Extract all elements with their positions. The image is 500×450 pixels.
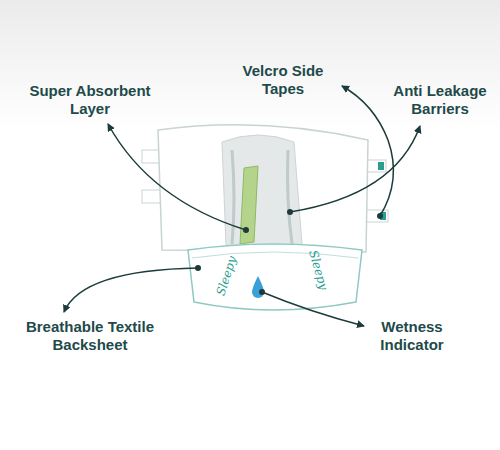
leader-line (342, 86, 393, 216)
front-panel-line (192, 252, 358, 258)
back-panel (158, 125, 368, 252)
leader-dot (287, 209, 293, 215)
leader-dot (259, 289, 265, 295)
leader-dot (195, 265, 201, 271)
leader-dot (377, 213, 383, 219)
leader-lines (64, 86, 420, 326)
leader-line (108, 124, 246, 230)
absorbent-strip (240, 166, 258, 244)
leader-line (290, 126, 420, 212)
side-tape (364, 210, 388, 222)
front-panel (188, 244, 362, 310)
wetness-drop (252, 276, 264, 298)
part-label: Wetness Indicator (367, 318, 457, 354)
part-label: Super Absorbent Layer (25, 82, 155, 118)
leader-line (262, 292, 364, 326)
leak-barrier (288, 150, 293, 244)
leak-barrier (232, 150, 234, 244)
part-label: Anti Leakage Barriers (388, 82, 492, 118)
part-label: Breathable Textile Backsheet (10, 318, 170, 354)
leader-dot (243, 227, 249, 233)
leader-line (64, 268, 198, 312)
part-label: Velcro Side Tapes (231, 62, 335, 98)
velcro-patch (378, 162, 384, 170)
background-band (0, 0, 500, 130)
absorbent-pad (222, 135, 302, 251)
